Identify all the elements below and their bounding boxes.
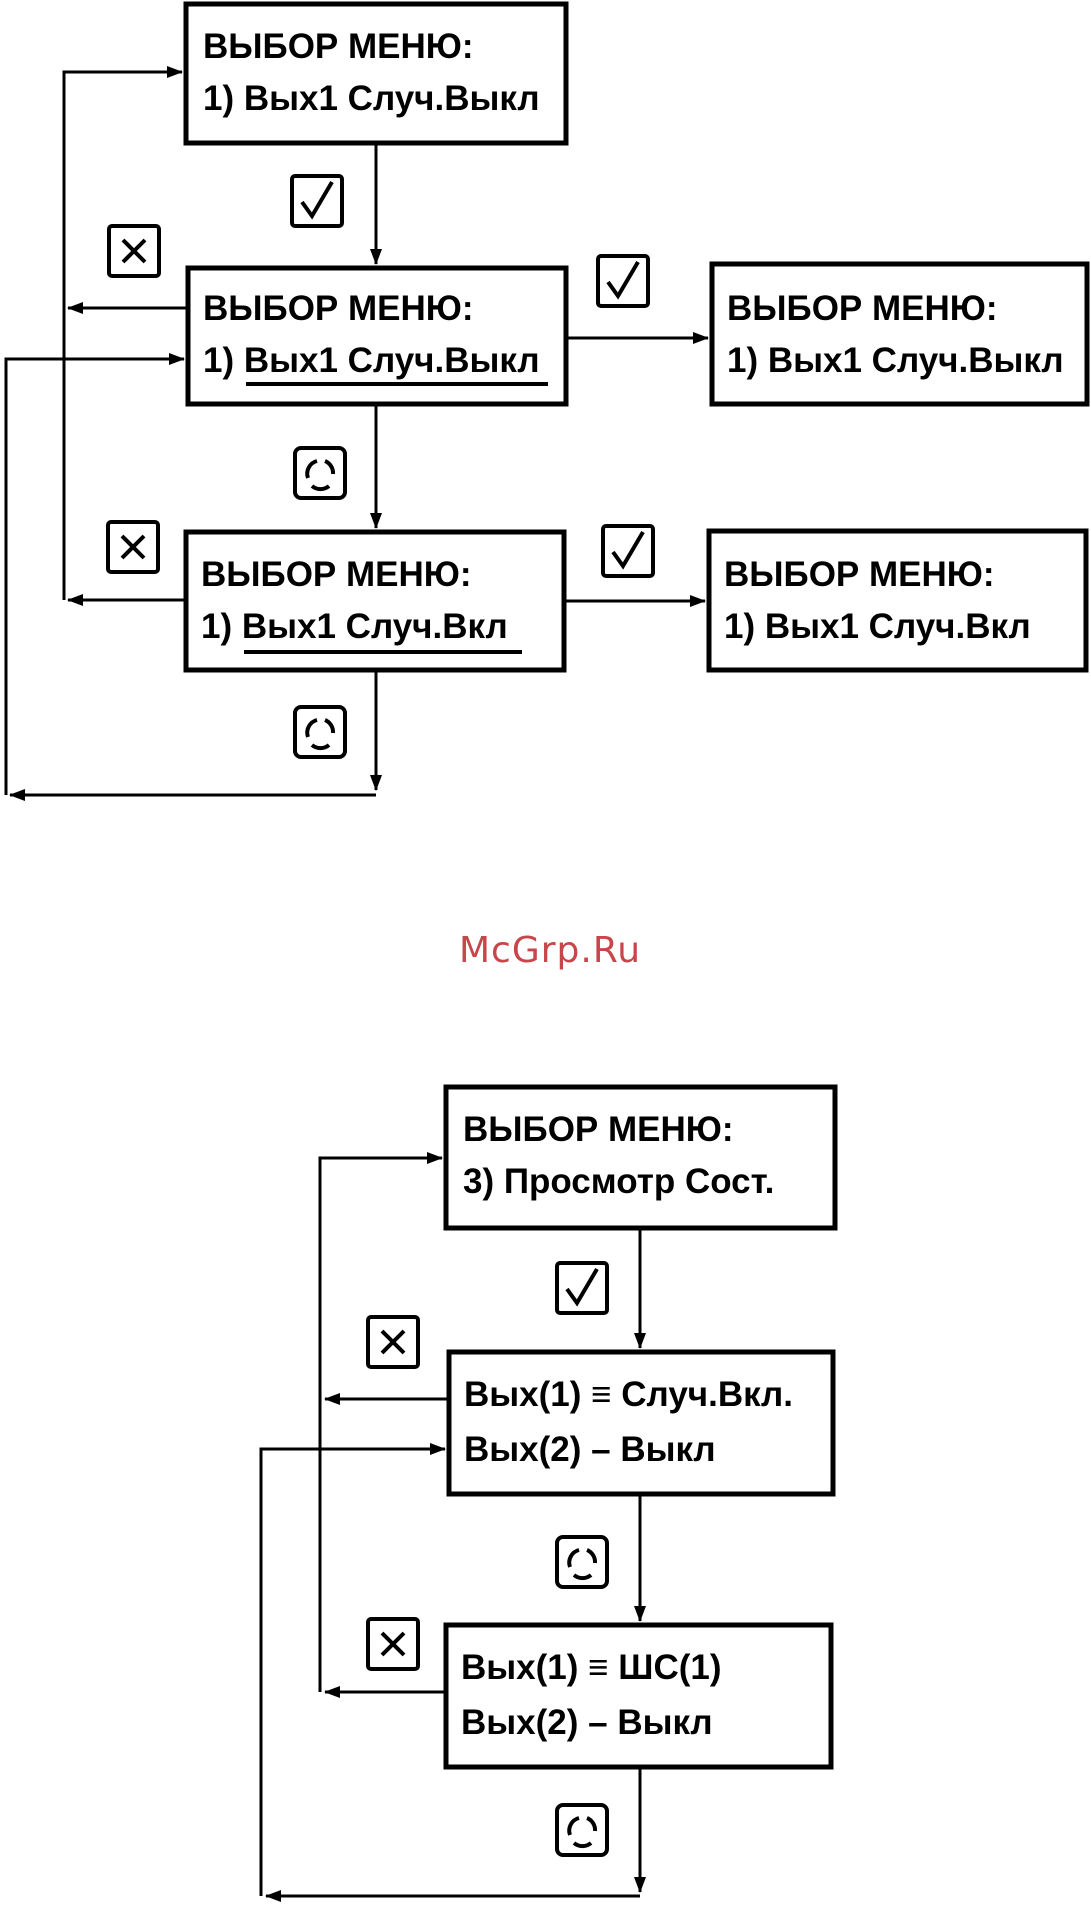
check-key-icon xyxy=(598,256,648,306)
menu-box-5-line2: 1) Вых1 Случ.Вкл xyxy=(724,607,1031,646)
return-line xyxy=(320,1158,442,1692)
status-box-2-line2: Вых(2) – Выкл xyxy=(464,1430,716,1469)
check-key-icon xyxy=(557,1263,607,1313)
menu-box-2-line1: ВЫБОР МЕНЮ: xyxy=(203,289,474,328)
menu-box-3: ВЫБОР МЕНЮ: 1) Вых1 Случ.Выкл xyxy=(712,264,1087,404)
rotate-key-icon xyxy=(557,1805,607,1855)
status-box-3-line1: Вых(1) ≡ ШС(1) xyxy=(461,1648,722,1687)
menu-box-3-line2: 1) Вых1 Случ.Выкл xyxy=(727,341,1064,380)
cross-key-icon xyxy=(368,1317,418,1367)
status-box-3-line2: Вых(2) – Выкл xyxy=(461,1703,713,1742)
menu-box-1-line1: ВЫБОР МЕНЮ: xyxy=(203,27,474,66)
menu-box-5-line1: ВЫБОР МЕНЮ: xyxy=(724,555,995,594)
menu-box-5: ВЫБОР МЕНЮ: 1) Вых1 Случ.Вкл xyxy=(709,531,1086,670)
watermark: McGrp.Ru xyxy=(0,930,1091,971)
diagram-2: ВЫБОР МЕНЮ: 3) Просмотр Сост. Вых(1) ≡ С… xyxy=(261,1087,835,1896)
menu-box-4: ВЫБОР МЕНЮ: 1) Вых1 Случ.Вкл xyxy=(186,532,564,670)
menu-box-4-line2: 1) Вых1 Случ.Вкл xyxy=(201,607,508,646)
status-box-2-line1: Вых(1) ≡ Случ.Вкл. xyxy=(464,1375,793,1414)
menu-box-1: ВЫБОР МЕНЮ: 1) Вых1 Случ.Выкл xyxy=(186,4,566,143)
status-box-2: Вых(1) ≡ Случ.Вкл. Вых(2) – Выкл xyxy=(449,1352,833,1494)
rotate-key-icon xyxy=(557,1537,607,1587)
menu-box-3-line1: ВЫБОР МЕНЮ: xyxy=(727,289,998,328)
flow-arrows xyxy=(6,72,708,795)
status-box-3: Вых(1) ≡ ШС(1) Вых(2) – Выкл xyxy=(446,1625,831,1767)
cross-key-icon xyxy=(108,522,158,572)
return-line xyxy=(261,1449,445,1896)
diagram-1: ВЫБОР МЕНЮ: 1) Вых1 Случ.Выкл ВЫБОР МЕНЮ… xyxy=(6,4,1087,795)
menu-box-4-line1: ВЫБОР МЕНЮ: xyxy=(201,555,472,594)
menu-box-2-line2: 1) Вых1 Случ.Выкл xyxy=(203,341,540,380)
cross-key-icon xyxy=(109,226,159,276)
status-box-1-line1: ВЫБОР МЕНЮ: xyxy=(463,1110,734,1149)
menu-box-2: ВЫБОР МЕНЮ: 1) Вых1 Случ.Выкл xyxy=(188,268,566,404)
return-line xyxy=(6,359,184,795)
rotate-key-icon xyxy=(295,448,345,498)
check-key-icon xyxy=(292,176,342,226)
cross-key-icon xyxy=(368,1619,418,1669)
status-box-1: ВЫБОР МЕНЮ: 3) Просмотр Сост. xyxy=(446,1087,835,1228)
menu-box-1-line2: 1) Вых1 Случ.Выкл xyxy=(203,79,540,118)
status-box-1-line2: 3) Просмотр Сост. xyxy=(463,1162,774,1201)
rotate-key-icon xyxy=(295,707,345,757)
check-key-icon xyxy=(603,526,653,576)
